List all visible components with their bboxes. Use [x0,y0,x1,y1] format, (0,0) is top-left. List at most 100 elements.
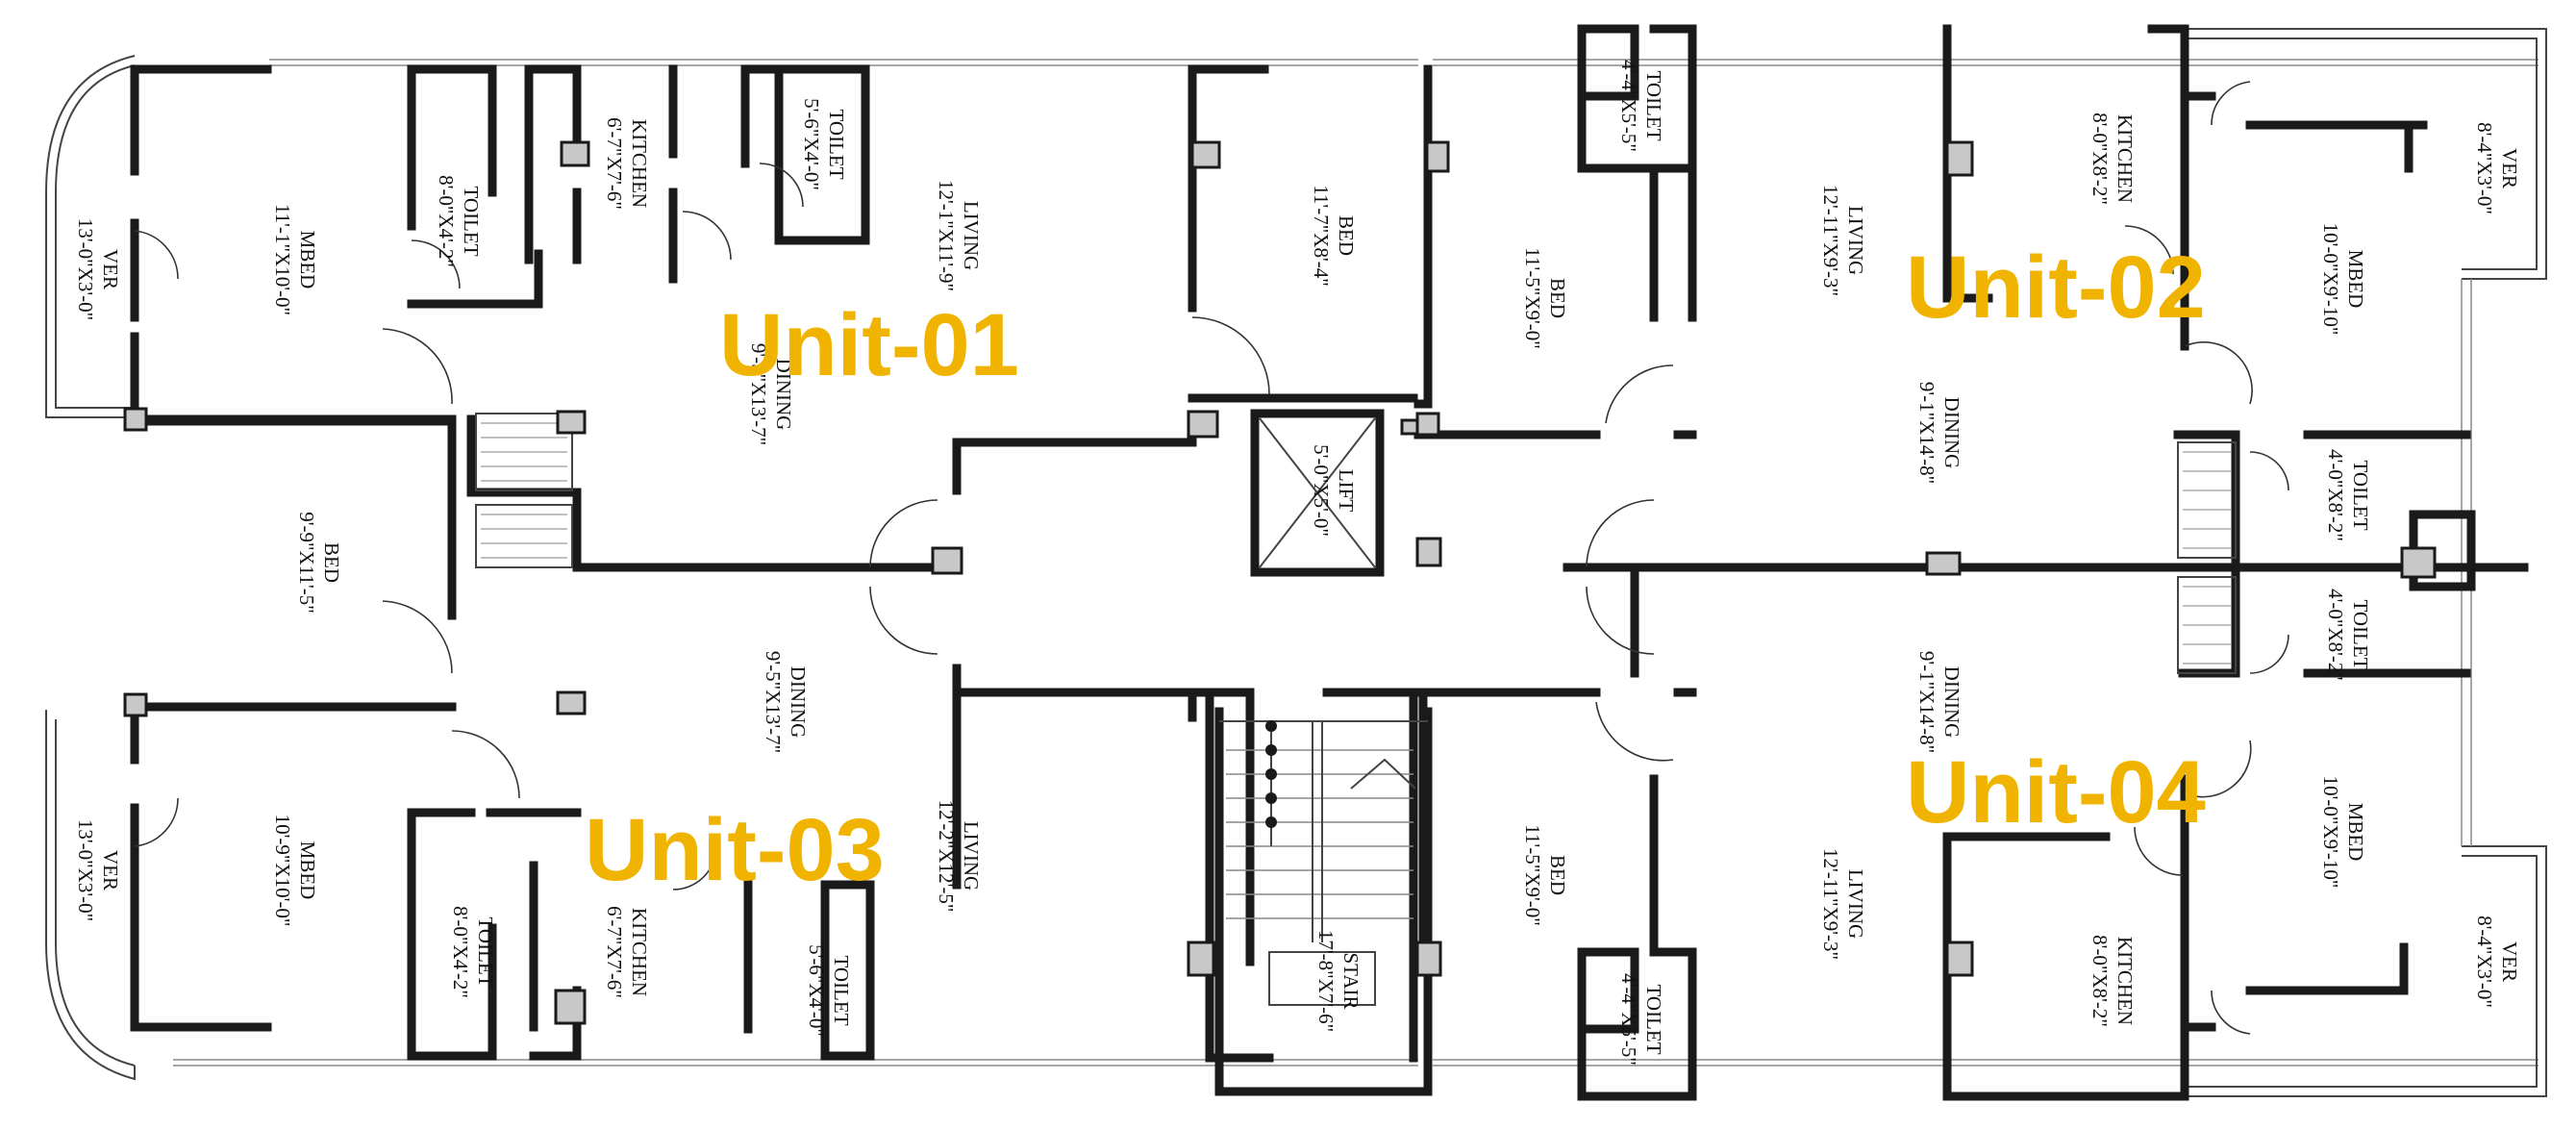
room-name: BED [320,542,343,583]
room-size: 12'-11"X9'-3" [1819,848,1842,960]
unit-02-hatch [2177,441,2237,674]
unit-label-02: Unit-02 [1906,238,2206,337]
room-size: 8'-4"X3'-0" [2473,122,2496,214]
room-name: LIVING [1844,206,1867,275]
room-name: MBED [296,841,319,900]
room-name: KITCHEN [628,908,651,996]
room-name: DINING [1940,666,1963,739]
room-size: 9'-9"X11'-5" [295,512,318,614]
room-size: 6'-7"X7'-6" [603,906,626,998]
room-name: TOILET [830,955,853,1025]
room-size: 4'-4"X5'-5" [1617,973,1640,1066]
room-size: 13'-0"X3'-0" [74,218,97,320]
room-name: VER [2498,148,2521,188]
room-name: TOILET [1642,70,1665,140]
room-size: 12'-1"X11'-9" [935,180,958,291]
room-name: KITCHEN [2113,114,2137,203]
room-size: 4'-0"X8'-2" [2324,449,2347,541]
room-name: VER [2498,941,2521,982]
room-name: STAIR [1339,953,1363,1010]
room-size: 5'-6"X4'-0" [800,98,823,190]
room-size: 10'-0"X9'-10" [2319,776,2342,889]
room-size: 11'-7"X8'-4" [1310,185,1333,287]
room-name: DINING [1940,397,1963,469]
unit-label-03: Unit-03 [585,801,885,899]
room-name: VER [99,850,122,891]
unit-01-hatch [475,413,573,568]
room-name: LIFT [1335,469,1358,513]
room-name: LIVING [960,821,983,891]
room-size: 4'-4"X5'-5" [1617,60,1640,152]
room-size: 11'-5"X9'-0" [1521,824,1544,926]
room-name: MBED [2344,803,2367,862]
room-name: LIVING [960,201,983,270]
door-swings [134,81,2289,1035]
room-size: 11'-5"X9'-0" [1521,247,1544,349]
room-name: BED [1335,215,1358,256]
room-size: 8'-0"X8'-2" [2088,113,2112,205]
room-name: DINING [772,359,795,431]
core-walls [1214,409,1433,1096]
room-name: TOILET [460,186,483,256]
room-size: 4'-0"X8'-2" [2324,589,2347,681]
unit-label-04: Unit-04 [1906,743,2206,841]
unit-01-walls [130,64,1433,722]
room-size: 8'-0"X8'-2" [2088,935,2112,1027]
room-name: LIVING [1844,869,1867,939]
room-size: 9'-5"X13'-7" [747,343,770,445]
unit-02-walls [1413,24,2529,678]
room-size: 13'-0"X3'-0" [74,819,97,921]
room-name: TOILET [2349,599,2372,669]
room-size: 9'-1"X14'-8" [1915,651,1938,753]
exterior-walls [45,28,2547,1097]
room-size: 12'-2"X12'-5" [935,800,958,913]
room-name: VER [99,249,122,289]
room-size: 8'-0"X4'-2" [449,906,472,998]
room-name: BED [1546,278,1569,318]
room-name: TOILET [2349,460,2372,530]
room-size: 17'-8"X7'-6" [1314,930,1338,1032]
room-size: 11'-1"X10'-0" [271,204,294,315]
room-size: 10'-0"X9'-10" [2319,223,2342,336]
room-name: DINING [787,666,810,739]
room-size: 5'-6"X4'-0" [805,944,828,1037]
unit-labels: Unit-01 Unit-02 Unit-03 Unit-04 [585,238,2206,899]
room-size: 8'-0"X4'-2" [435,175,458,267]
room-name: KITCHEN [628,119,651,208]
room-size: 10'-9"X10'-0" [271,815,294,927]
